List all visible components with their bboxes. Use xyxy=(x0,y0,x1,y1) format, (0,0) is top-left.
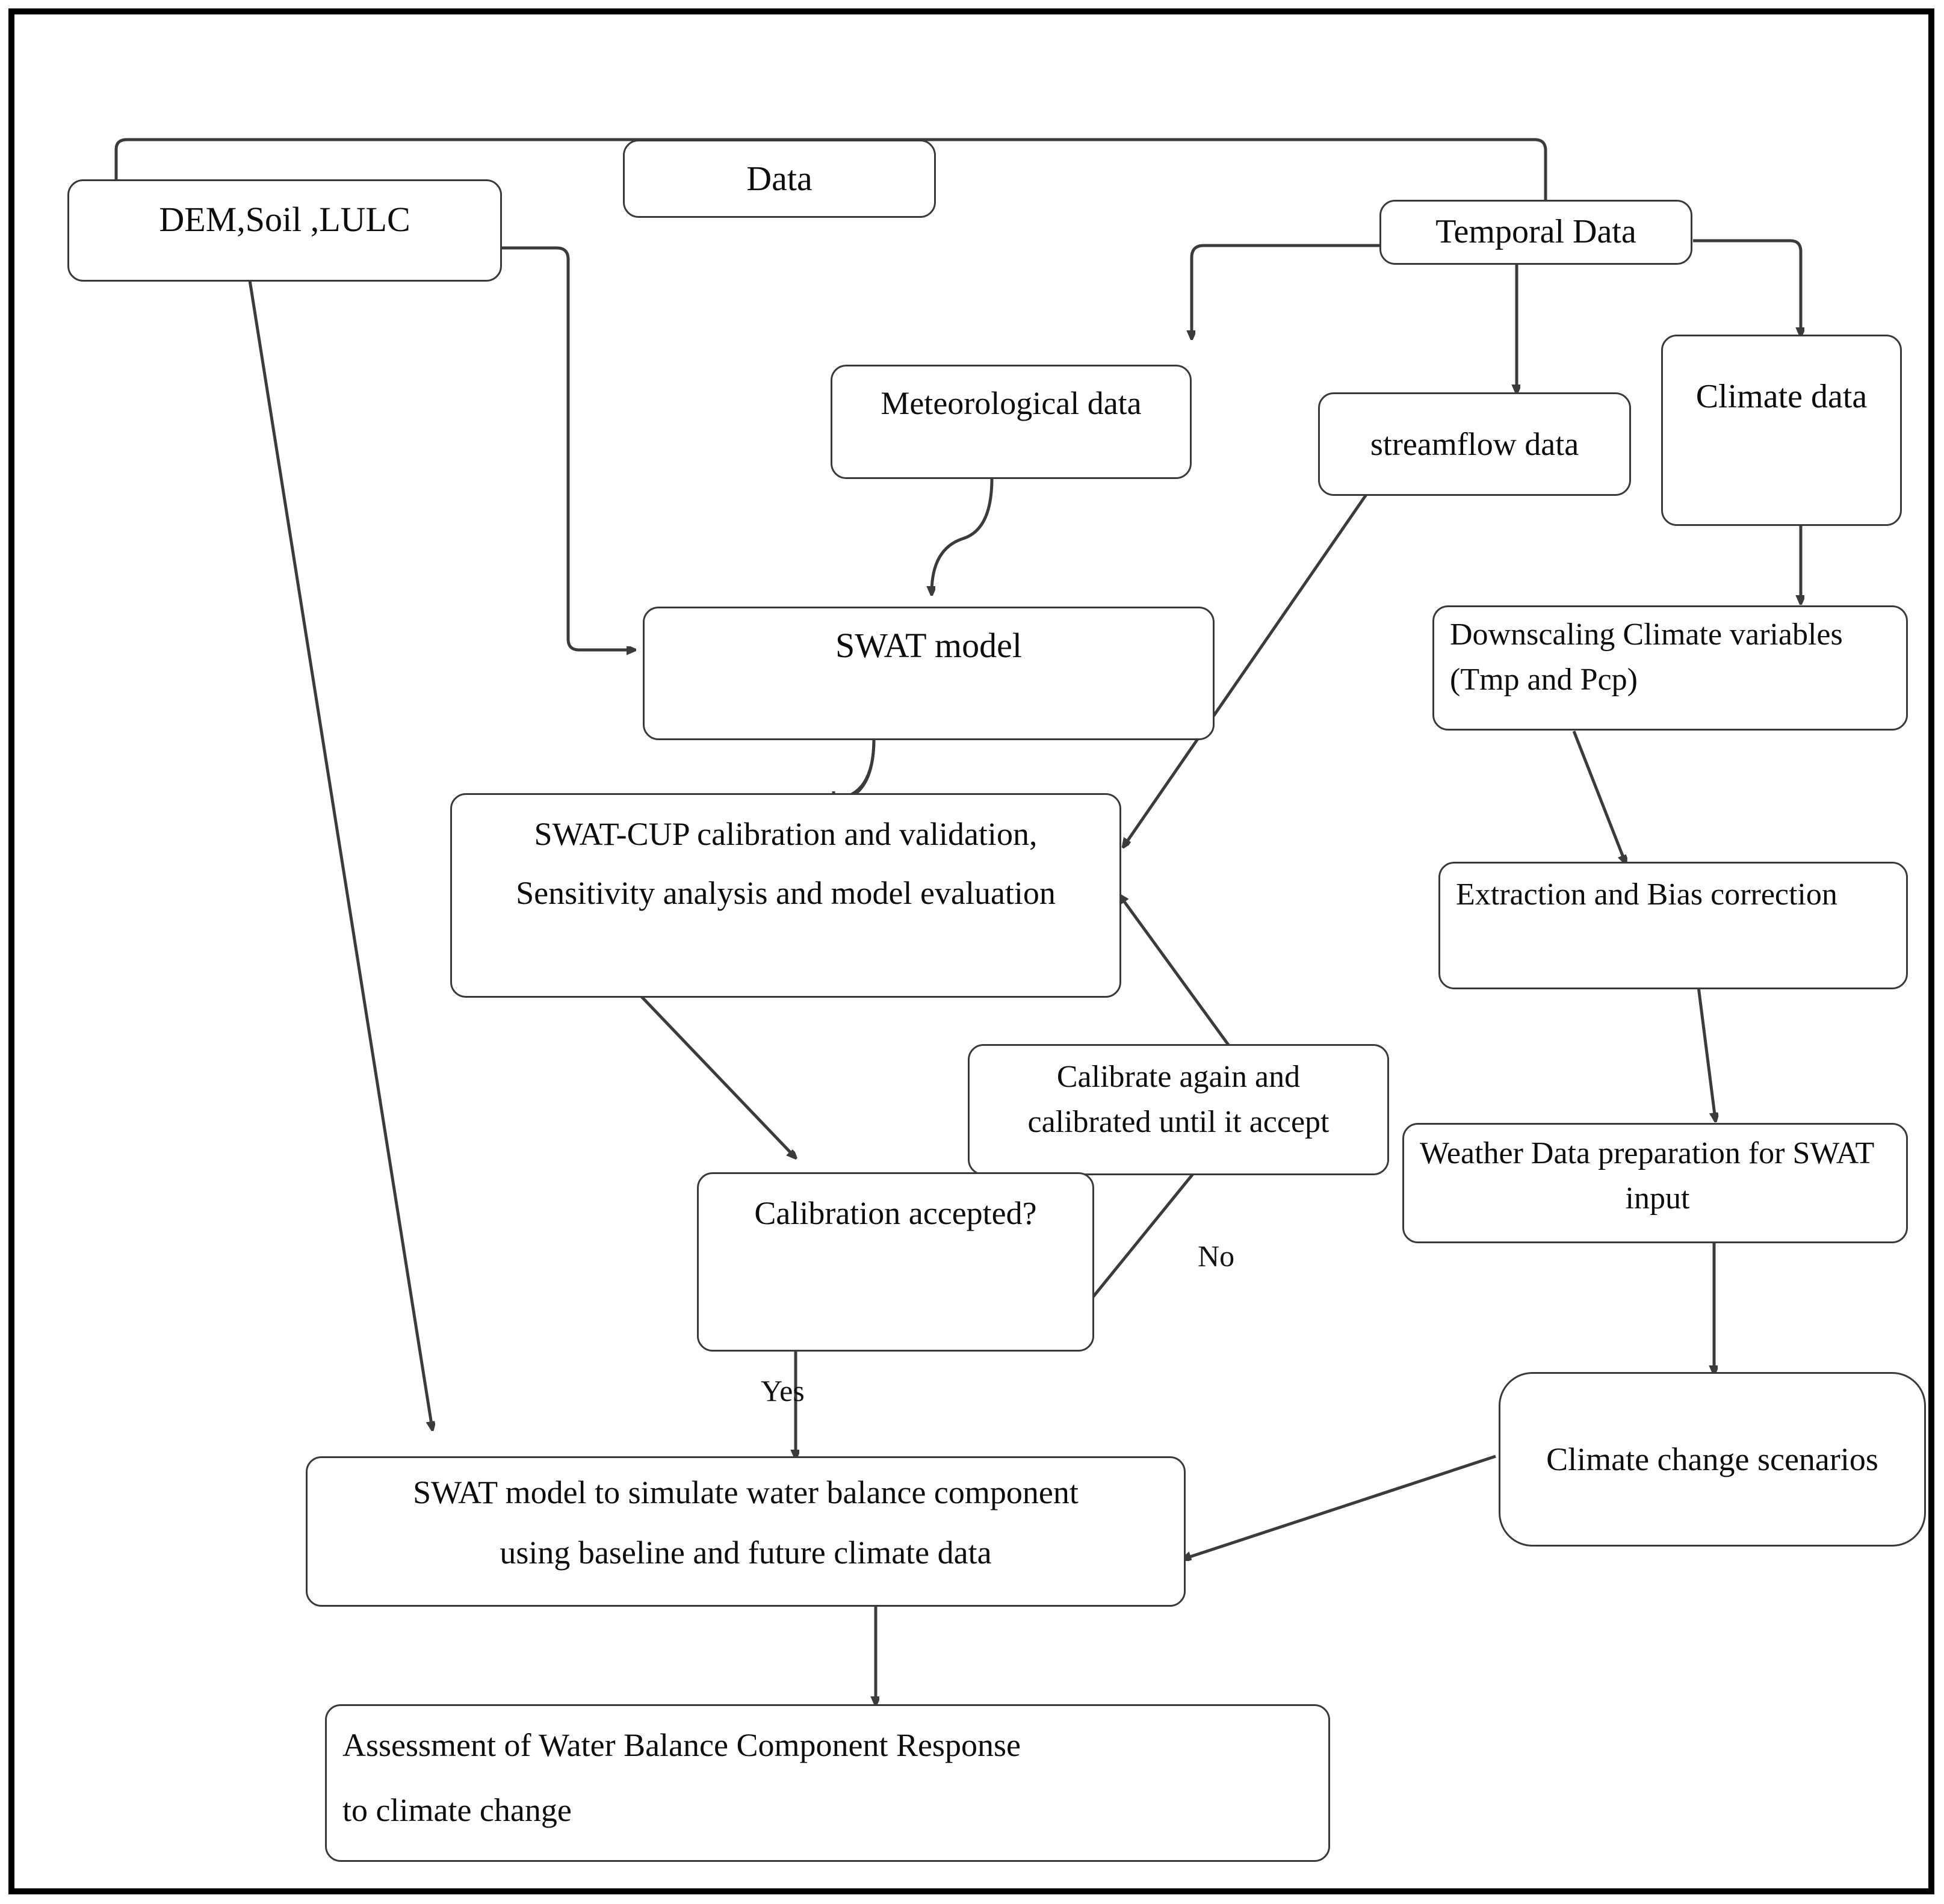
node-assessment-response[interactable]: Assessment of Water Balance Component Re… xyxy=(325,1704,1330,1862)
node-swat-model-label: SWAT model xyxy=(835,626,1022,665)
node-downscaling-line1: Downscaling Climate variables xyxy=(1450,617,1843,652)
node-calibration-accepted-label: Calibration accepted? xyxy=(754,1195,1037,1231)
node-weather-data-preparation[interactable]: Weather Data preparation for SWAT input xyxy=(1402,1123,1908,1243)
node-calibration-accepted[interactable]: Calibration accepted? xyxy=(697,1172,1094,1352)
node-extraction-bias-correction[interactable]: Extraction and Bias correction xyxy=(1438,862,1908,989)
node-calibrate-again-line2: calibrated until it accept xyxy=(1027,1105,1330,1140)
node-downscaling-climate-variables[interactable]: Downscaling Climate variables (Tmp and P… xyxy=(1432,605,1908,731)
node-swatcup-line1: SWAT-CUP calibration and validation, xyxy=(534,816,1038,852)
node-calibrate-again[interactable]: Calibrate again and calibrated until it … xyxy=(968,1044,1389,1175)
node-meteorological-data[interactable]: Meteorological data xyxy=(831,365,1192,479)
node-swat-simulate-line1: SWAT model to simulate water balance com… xyxy=(413,1474,1079,1510)
node-temporal-data-label: Temporal Data xyxy=(1435,213,1636,251)
edge-label-yes: Yes xyxy=(761,1374,805,1408)
node-calibrate-again-line1: Calibrate again and xyxy=(1056,1060,1301,1094)
node-dem-soil-lulc-label: DEM,Soil ,LULC xyxy=(159,200,410,239)
node-climate-data-label: Climate data xyxy=(1695,378,1868,415)
node-data[interactable]: Data xyxy=(623,140,936,218)
node-weather-prep-line1: Weather Data preparation for SWAT xyxy=(1420,1136,1875,1170)
node-temporal-data[interactable]: Temporal Data xyxy=(1379,200,1692,265)
node-streamflow-data-label: streamflow data xyxy=(1370,425,1579,462)
node-climate-change-scenarios-label: Climate change scenarios xyxy=(1546,1441,1878,1477)
edge-label-no: No xyxy=(1198,1239,1235,1273)
node-swatcup-line2: Sensitivity analysis and model evaluatio… xyxy=(516,875,1056,912)
node-assessment-line2: to climate change xyxy=(342,1792,572,1829)
node-weather-prep-line2: input xyxy=(1625,1181,1690,1216)
node-swat-simulate-water-balance[interactable]: SWAT model to simulate water balance com… xyxy=(306,1456,1186,1607)
node-swatcup-calibration[interactable]: SWAT-CUP calibration and validation, Sen… xyxy=(450,793,1121,998)
node-streamflow-data[interactable]: streamflow data xyxy=(1318,392,1631,496)
node-climate-change-scenarios[interactable]: Climate change scenarios xyxy=(1499,1372,1926,1547)
node-data-label: Data xyxy=(746,158,813,198)
node-extraction-bias-label: Extraction and Bias correction xyxy=(1456,877,1837,912)
node-assessment-line1: Assessment of Water Balance Component Re… xyxy=(342,1727,1021,1763)
node-swat-model[interactable]: SWAT model xyxy=(643,607,1215,740)
node-meteorological-data-label: Meteorological data xyxy=(881,385,1142,421)
node-downscaling-line2: (Tmp and Pcp) xyxy=(1450,663,1638,697)
node-climate-data[interactable]: Climate data xyxy=(1661,335,1902,526)
node-dem-soil-lulc[interactable]: DEM,Soil ,LULC xyxy=(67,179,502,282)
node-swat-simulate-line2: using baseline and future climate data xyxy=(500,1535,992,1571)
